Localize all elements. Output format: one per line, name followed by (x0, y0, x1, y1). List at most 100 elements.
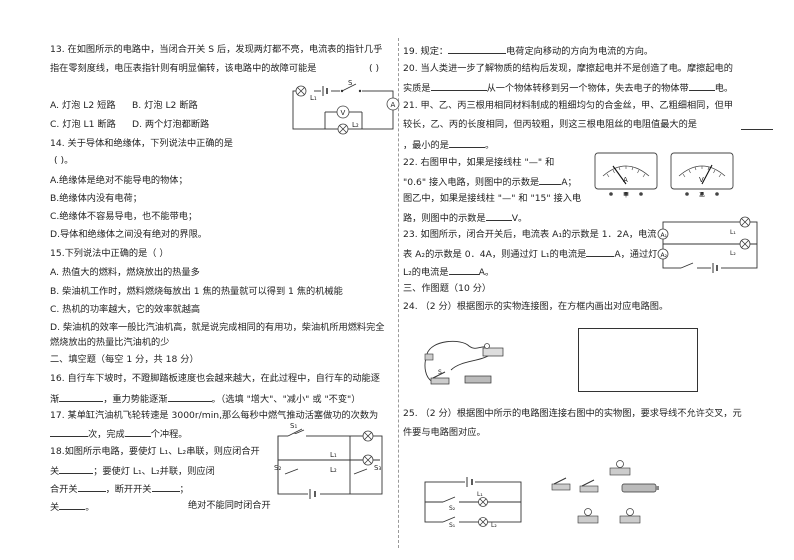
q23-label-a1: A₁ (661, 232, 668, 239)
q23-label-l1: L₁ (730, 229, 736, 236)
q13-option-d: D. 两个灯泡都断路 (132, 119, 210, 130)
q22-meter-figures: A 甲 V 乙 (594, 152, 734, 199)
ammeter-a1-symbol (657, 228, 669, 240)
q18-label-s3: S₃ (374, 464, 381, 472)
q24-answer-box[interactable] (578, 328, 698, 392)
q19-line: 19. 规定：电荷定向移动的方向为电流的方向。 (403, 44, 654, 57)
q13-line2: 指在零刻度线，电压表指针则有明显偏转，该电路中的故障可能是 (50, 63, 317, 74)
q18-label-l1: L₁ (330, 451, 337, 459)
q25-label-l1: L₁ (477, 491, 483, 498)
q14-option-b: B.绝缘体内没有电荷； (50, 193, 142, 204)
q22-blank-1[interactable] (539, 175, 562, 185)
q25-physical-components (551, 460, 659, 524)
q25-label-s2: S₂ (449, 505, 456, 512)
q18-line3: 合开关，断开开关； (50, 482, 189, 495)
q23-line1: 23. 如图所示，闭合开关后，电流表 A₁的示数是 1．2A，电流 (403, 229, 657, 240)
q16-blank-2[interactable] (167, 392, 212, 402)
switch-s-symbol (341, 83, 357, 92)
ammeter-a2-symbol (657, 248, 669, 260)
q13-label-a: A (391, 101, 396, 109)
q21-line1: 21. 甲、乙、丙三根用相同材料制成的粗细均匀的合金丝，甲、乙粗细相同，但甲 (403, 100, 733, 111)
q23-circuit-diagram: A₁ A₂ L₁ L₂ (657, 216, 758, 273)
q19-blank[interactable] (448, 44, 507, 54)
q25-switch-s1 (442, 516, 456, 523)
q14-line1: 14. 关于导体和绝缘体，下列说法中正确的是 (50, 138, 233, 149)
q21-blank-2[interactable] (448, 138, 485, 148)
q20-line2: 实质是从一个物体转移到另一个物体，失去电子的物体带电。 (403, 81, 734, 94)
q13-option-a: A. 灯泡 L2 短路 (50, 100, 116, 111)
q25-lamp-bottom-right (619, 508, 641, 524)
q25-line2: 件要与电路图对应。 (403, 427, 486, 438)
q22-line3: 图乙中，如果是接线柱 "—" 和 "15" 接入电 (403, 193, 582, 204)
q18-circuit-diagram: S₁ L₁ L₂ S₂ S₃ (274, 422, 383, 499)
q25-switch-s2 (442, 496, 456, 503)
q18-blank-2[interactable] (77, 482, 106, 492)
q25-line1: 25. （2 分）根据图中所示的电路图连接右图中的实物图，要求导线不允许交叉，元 (403, 408, 742, 419)
q21-line2: 较长，乙、丙的长度相同，但丙较粗，则这三根电阻丝的电阻值最大的是 (403, 119, 697, 130)
q18-blank-1[interactable] (59, 464, 94, 474)
q23-blank-1[interactable] (586, 247, 615, 257)
q15-option-d-line1: D. 柴油机的效率一般比汽油机高，就是说完成相同的有用功，柴油机所用燃料完全 (50, 322, 385, 333)
ammeter-symbol (386, 97, 400, 111)
ammeter-jia: A (594, 152, 658, 196)
q20-blank-1[interactable] (430, 81, 487, 91)
q21-blank-1[interactable] (741, 120, 773, 130)
q18-label-s2: S₂ (274, 464, 281, 472)
q20-blank-2[interactable] (688, 81, 715, 91)
q25-switch-left (551, 477, 571, 491)
voltmeter-yi: V (670, 152, 734, 196)
q18-blank-3[interactable] (151, 482, 180, 492)
q16-line2: 渐，重力势能逐渐。（选填 "增大"、"减小" 或 "不变"） (50, 392, 361, 405)
q18-label-s1: S₁ (290, 422, 297, 430)
q18-line2: 关；要使灯 L₁、L₂并联，则应闭 (50, 464, 215, 477)
q24-battery (464, 375, 492, 384)
q17-blank-1[interactable] (50, 427, 88, 437)
q23-label-a2: A₂ (661, 252, 668, 259)
q17-line2: 次，完成个冲程。 (50, 427, 188, 441)
q22-label-jia: 甲 (623, 192, 629, 199)
q21-line3: ，最小的是。 (403, 138, 495, 151)
q14-option-c: C.绝缘体不容易导电，也不能带电； (50, 211, 198, 222)
q25-label-s1: S₁ (449, 522, 456, 529)
q22-label-a: A (623, 176, 628, 184)
q22-blank-2[interactable] (485, 211, 512, 221)
q13-label-v: V (341, 109, 346, 117)
q13-bracket: ( ) (369, 63, 380, 74)
q18-label-l2: L₂ (330, 466, 337, 474)
q15-option-b: B. 柴油机工作时，燃料燃烧每放出 1 焦的热量就可以得到 1 焦的机械能 (50, 286, 343, 297)
q13-label-s: S (348, 79, 353, 87)
q20-line1: 20. 当人类进一步了解物质的结构后发现，摩擦起电并不是创造了电。摩擦起电的 (403, 63, 733, 74)
q15-option-c: C. 热机的功率越大，它的效率就越高 (50, 304, 201, 315)
section-2-heading: 二、填空题（每空 1 分，共 18 分） (50, 354, 199, 365)
q23-blank-2[interactable] (448, 265, 479, 275)
q24-switch (430, 377, 450, 385)
q22-line1: 22. 右图甲中，如果是接线柱 "—" 和 (403, 157, 555, 168)
q18-blank-4[interactable] (59, 500, 86, 510)
q25-circuit-diagram: S₂ L₁ S₁ L₂ (424, 477, 522, 529)
q25-switch-mid (579, 479, 599, 493)
switch-s3-symbol (353, 468, 368, 475)
q13-label-l2: L₂ (352, 121, 359, 129)
q25-lamp-top (609, 460, 631, 476)
q22-label-v: V (699, 176, 704, 184)
section-3-heading: 三、作图题（10 分） (403, 283, 492, 294)
q22-label-yi: 乙 (699, 192, 705, 199)
q17-blank-2[interactable] (124, 427, 151, 437)
q17-line1: 17. 某单缸汽油机飞轮转速是 3000r/min,那么每秒中燃气推动活塞做功的… (50, 410, 379, 421)
q13-label-l1: L₁ (310, 94, 317, 102)
q24-physical-circuit: S (424, 340, 504, 385)
q13-option-b: B. 灯泡 L2 断路 (132, 100, 198, 111)
q14-option-a: A.绝缘体是绝对不能导电的物体； (50, 175, 188, 186)
q24-text: 24. （2 分）根据图示的实物连接图，在方框内画出对应电路图。 (403, 301, 669, 312)
q14-bracket: ( )。 (54, 155, 74, 166)
q14-option-d: D.导体和绝缘体之间没有绝对的界限。 (50, 229, 207, 240)
q18-line4-tail: 绝对不能同时闭合开 (188, 500, 271, 511)
q25-lamp-bottom-left (577, 508, 599, 524)
column-divider (398, 38, 399, 548)
q16-blank-1[interactable] (59, 392, 104, 402)
